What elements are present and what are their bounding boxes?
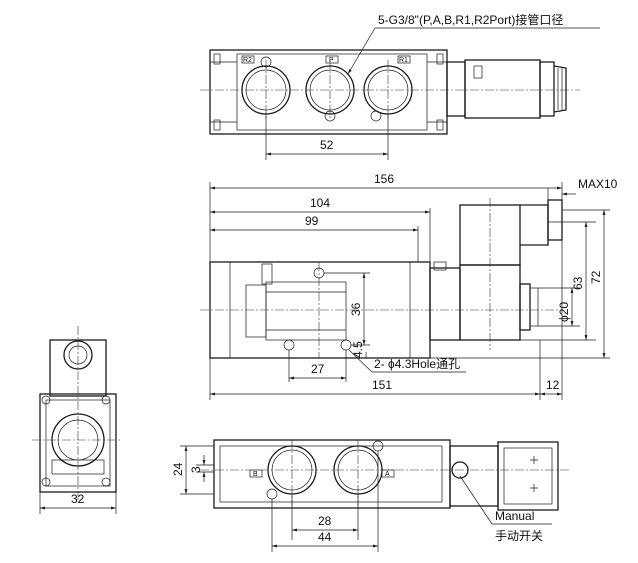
- dim-156: 156: [374, 172, 394, 186]
- end-view: 32: [32, 326, 122, 514]
- dim-36: 36: [349, 302, 363, 316]
- dim-44: 44: [318, 530, 332, 544]
- dim-32: 32: [71, 492, 85, 506]
- port-label-a: A: [385, 471, 390, 478]
- dim-4-5: 4.5: [351, 341, 365, 358]
- top-view: R2 P R1 5-G3/8"(P,A,B,R1,R2Port)接管口径 52: [200, 12, 600, 160]
- dim-max10: MAX10: [578, 177, 618, 191]
- dim-72: 72: [589, 270, 603, 284]
- port-label-r2: R2: [243, 57, 252, 64]
- dim-phi20: ϕ20: [557, 302, 571, 322]
- dim-104: 104: [310, 196, 330, 210]
- dim-3: 3: [189, 466, 203, 473]
- port-size-callout: 5-G3/8"(P,A,B,R1,R2Port)接管口径: [378, 12, 563, 27]
- hole-callout: 2- ϕ4.3Hole通孔: [374, 357, 460, 371]
- dim-12: 12: [546, 378, 560, 392]
- dim-99: 99: [305, 214, 319, 228]
- dim-28: 28: [318, 514, 332, 528]
- side-view: 156 MAX10 104 99 72 63 ϕ20 36 4.5: [200, 172, 618, 400]
- manual-label-en: Manual: [495, 509, 534, 523]
- dim-151: 151: [372, 378, 392, 392]
- dim-24: 24: [171, 462, 185, 476]
- port-label-p: P: [329, 57, 334, 64]
- dim-27: 27: [311, 362, 325, 376]
- port-label-r1: R1: [399, 57, 408, 64]
- port-label-b: B: [253, 471, 258, 478]
- bottom-view: B A 24 3 28 44 Manual: [171, 439, 570, 552]
- dim-63: 63: [571, 276, 585, 290]
- manual-label-cn: 手动开关: [495, 529, 543, 543]
- dim-52: 52: [320, 138, 334, 152]
